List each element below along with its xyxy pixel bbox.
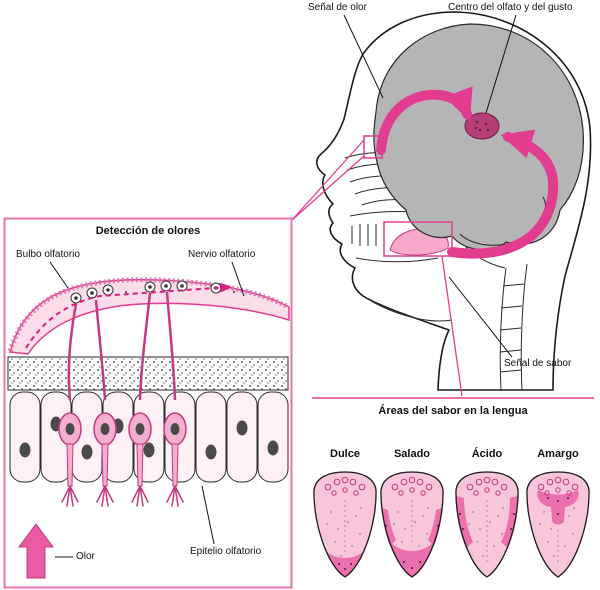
pointer-taste-signal [448, 276, 513, 358]
cribriform-stipple-band [7, 356, 289, 391]
label-odor: Olor [76, 551, 95, 562]
label-taste-salado: Salado [393, 448, 431, 460]
taste-signal-arrow [447, 129, 559, 259]
label-taste-amargo: Amargo [537, 448, 579, 460]
receptor-cell [58, 303, 82, 507]
receptor-cell [163, 291, 187, 507]
tongue-salado [380, 471, 444, 578]
pointer-epithelium [201, 485, 215, 545]
label-olfactory-epithelium: Epitelio olfatorio [190, 546, 262, 557]
label-smell-signal: Señal de olor [308, 2, 367, 13]
head-profile [291, 11, 592, 397]
olfactory-nerve-signal-arrow [25, 282, 232, 349]
neck-and-jaw-lines [365, 263, 528, 391]
pointer-center [485, 14, 517, 114]
nose-highlight-box [363, 135, 383, 159]
teeth-lines [351, 224, 377, 246]
label-olfactory-bulb: Bulbo olfatorio [16, 249, 80, 260]
olfactory-receptor-cells [58, 291, 187, 507]
smell-signal-arrow [376, 86, 473, 155]
taste-areas-section [312, 397, 594, 578]
receptor-cell [128, 292, 152, 507]
connector-panel-to-nose-bottom [291, 155, 365, 221]
label-taste-acido: Ácido [471, 448, 503, 460]
tongue-acido [455, 471, 519, 578]
olfactory-bulb-outer-layer [7, 277, 290, 352]
connector-mouth-to-taste-section [441, 255, 463, 397]
mouth-floor-line [355, 257, 439, 263]
receptor-cell [93, 299, 117, 507]
mouth-highlight-box [383, 221, 453, 257]
odor-up-arrow-icon [18, 523, 54, 579]
label-taste-dulce: Dulce [330, 448, 360, 460]
tongue-dulce [313, 471, 377, 578]
pointer-olfactory-bulb [49, 261, 69, 289]
pointer-smell-signal [343, 14, 384, 99]
smell-taste-center [464, 112, 500, 140]
label-taste-signal: Señal de sabor [504, 358, 572, 369]
taste-section-title: Áreas del sabor en la lengua [378, 405, 528, 417]
odor-detection-panel [3, 217, 293, 589]
tongue-amargo [526, 471, 590, 578]
label-smell-taste-center: Centro del olfato y del gusto [448, 2, 573, 13]
panel-title: Detección de olores [95, 225, 201, 237]
connector-panel-to-nose-top [291, 139, 365, 221]
pointer-olfactory-nerve [231, 261, 245, 297]
label-olfactory-nerve: Nervio olfatorio [188, 249, 256, 260]
